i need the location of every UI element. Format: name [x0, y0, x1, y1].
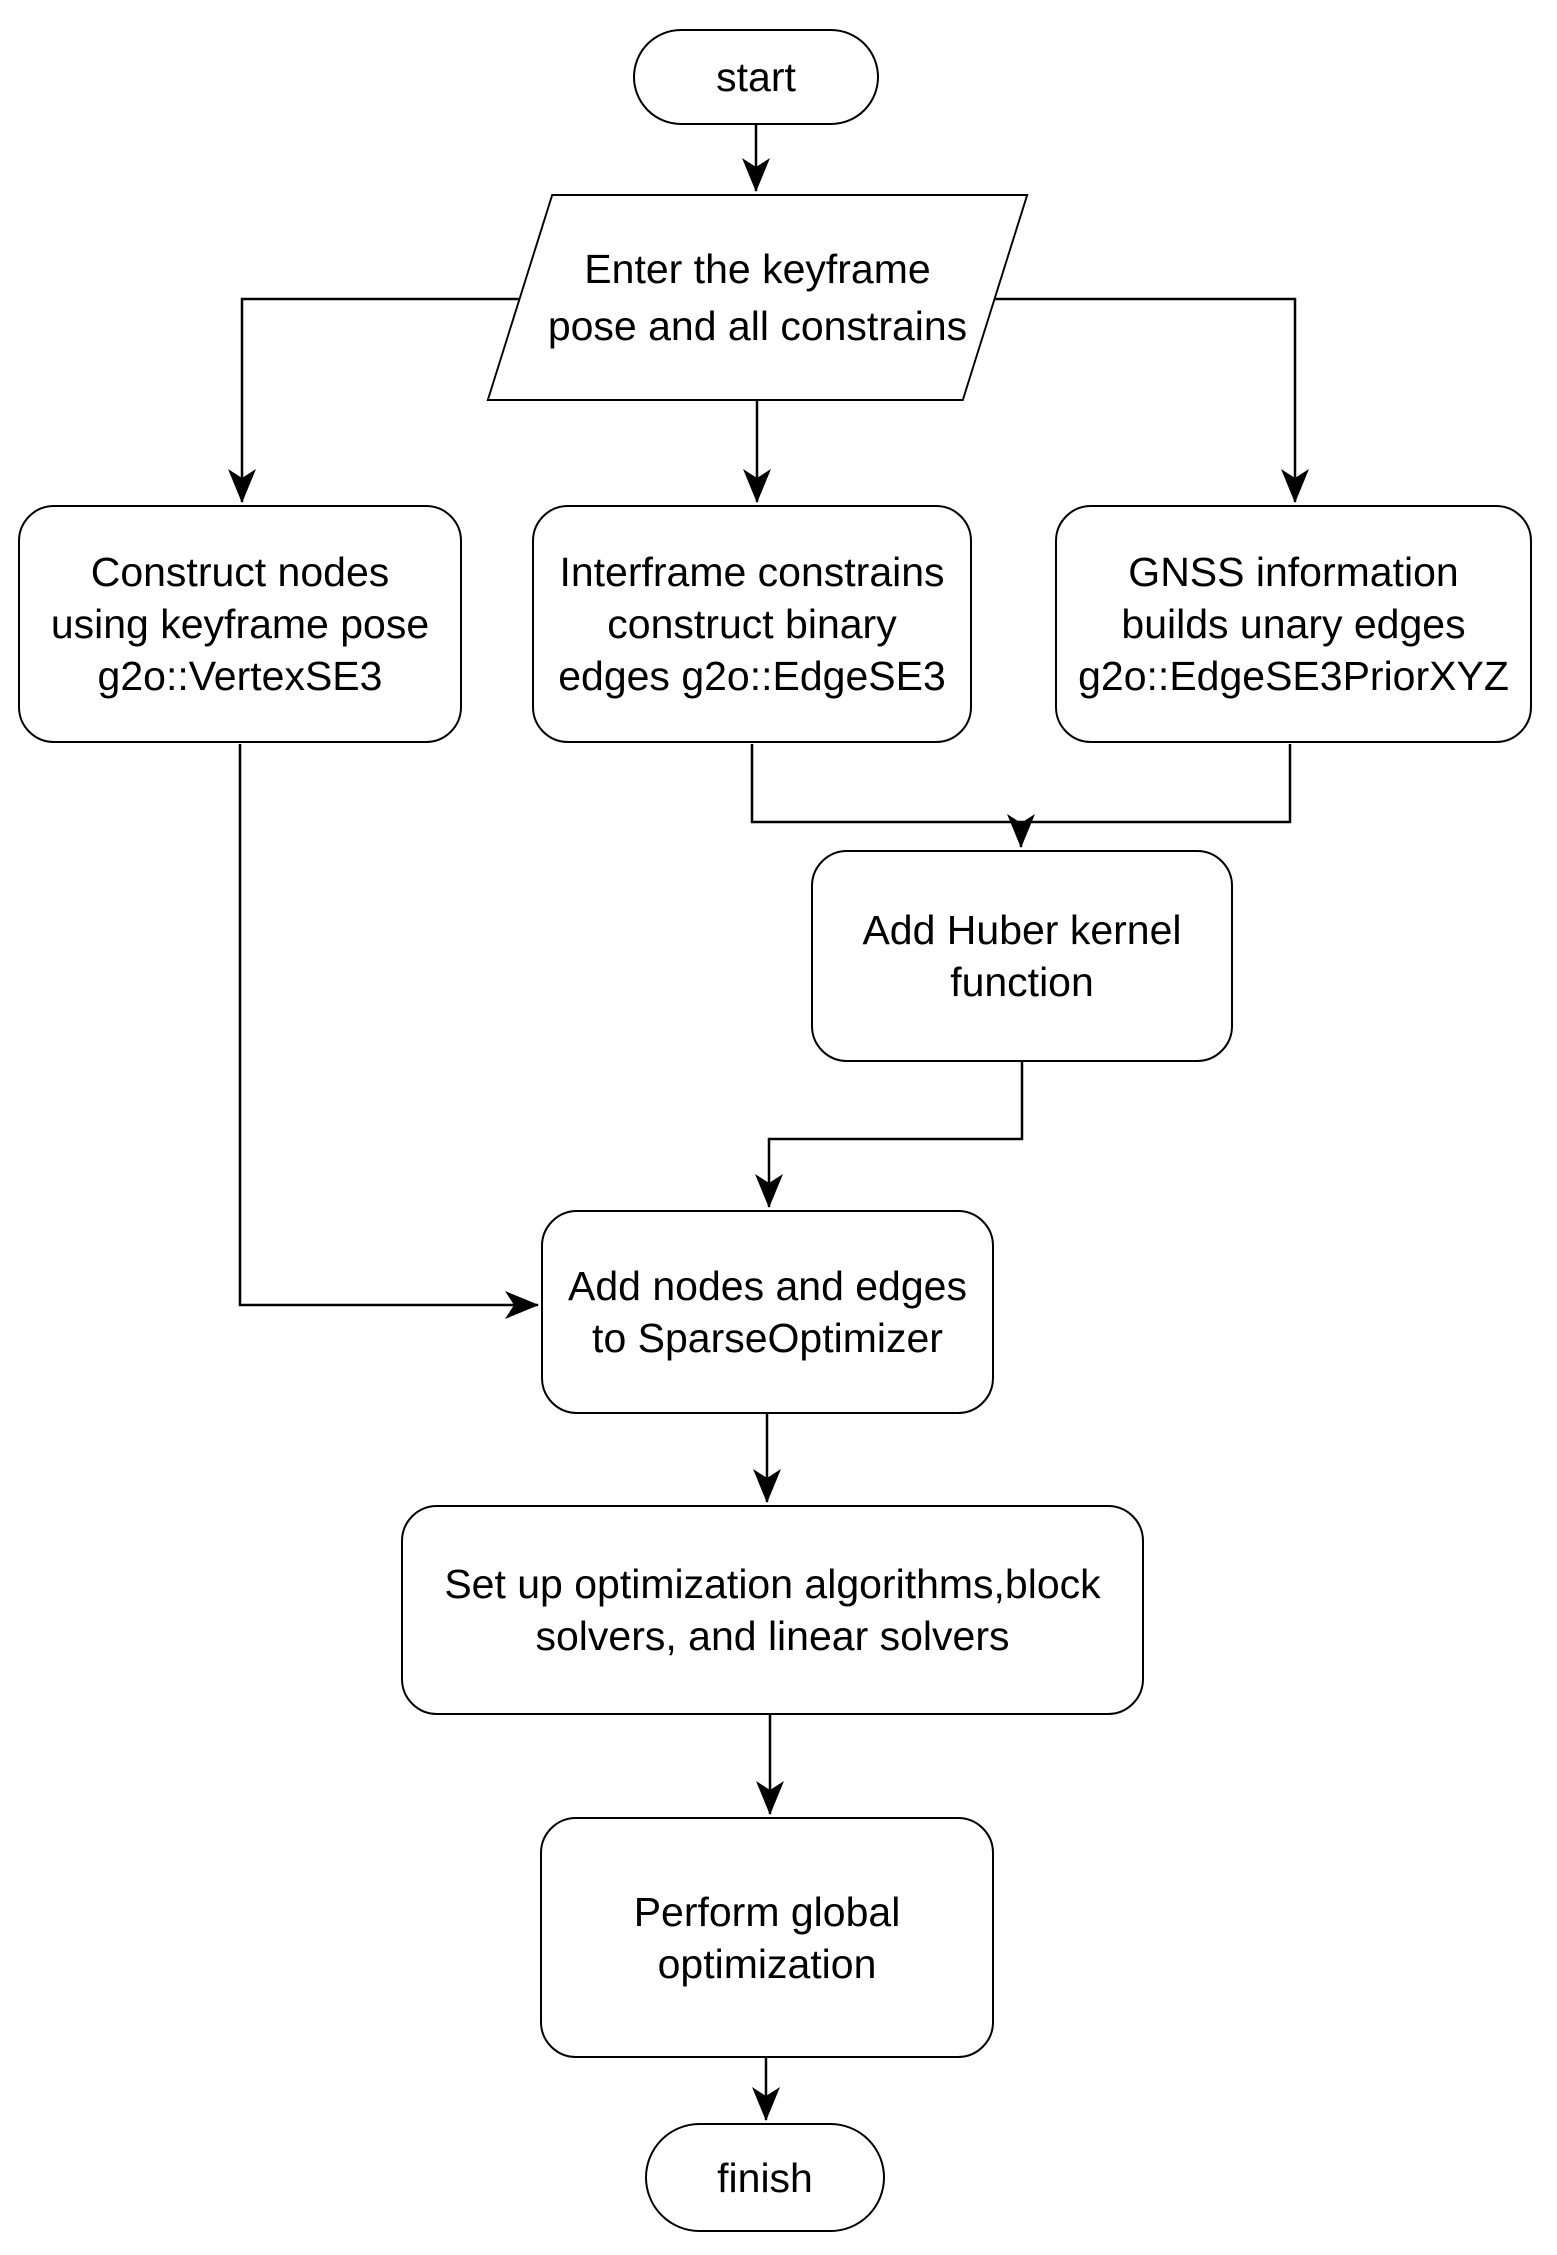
edge-huber-to-sparse [755, 1062, 1024, 1208]
node-label-line: edges g2o::EdgeSE3 [558, 653, 946, 699]
node-label-line: using keyframe pose [50, 601, 430, 647]
node-gnss-information: GNSS information builds unary edges g2o:… [1055, 505, 1532, 743]
node-label-line: builds unary edges [1121, 601, 1466, 647]
node-huber-kernel: Add Huber kernel function [811, 850, 1233, 1062]
edge-merge-interframe-gnss [750, 744, 1292, 824]
edge-enter-to-construct [228, 297, 519, 503]
node-global-optimization: Perform global optimization [540, 1817, 994, 2058]
node-label-line: Perform global [633, 1888, 901, 1935]
node-construct-nodes: Construct nodes using keyframe pose g2o:… [18, 505, 462, 743]
node-finish: finish [645, 2123, 885, 2232]
node-label-line: g2o::EdgeSE3PriorXYZ [1078, 653, 1509, 699]
node-start: start [633, 29, 879, 125]
node-label: start [716, 54, 796, 100]
node-enter-keyframe: Enter the keyframe pose and all constrai… [487, 194, 1028, 401]
node-label-line: g2o::VertexSE3 [97, 653, 383, 699]
node-interframe-constrains: Interframe constrains construct binary e… [532, 505, 972, 743]
node-label-line: Construct nodes [90, 549, 390, 595]
node-sparse-optimizer: Add nodes and edges to SparseOptimizer [541, 1210, 994, 1414]
node-label-line: Interframe constrains [559, 549, 945, 595]
node-label-line: Add nodes and edges [568, 1263, 967, 1309]
edge-enter-to-gnss [995, 297, 1309, 503]
node-label-line: Set up optimization algorithms,block [444, 1561, 1101, 1607]
node-setup-solvers: Set up optimization algorithms,block sol… [401, 1505, 1144, 1715]
node-label-line: solvers, and linear solvers [535, 1613, 1010, 1659]
node-label-line: pose and all constrains [547, 302, 968, 349]
node-label-line: Add Huber kernel [862, 907, 1182, 953]
node-label-line: GNSS information [1128, 549, 1459, 595]
node-label-line: optimization [657, 1940, 877, 1987]
node-label-line: Enter the keyframe [584, 245, 931, 292]
node-label-line: construct binary [607, 601, 897, 647]
node-label: finish [717, 2154, 813, 2201]
node-label-line: to SparseOptimizer [592, 1315, 943, 1361]
node-label-line: function [950, 959, 1094, 1005]
edge-construct-to-sparse [238, 744, 539, 1319]
